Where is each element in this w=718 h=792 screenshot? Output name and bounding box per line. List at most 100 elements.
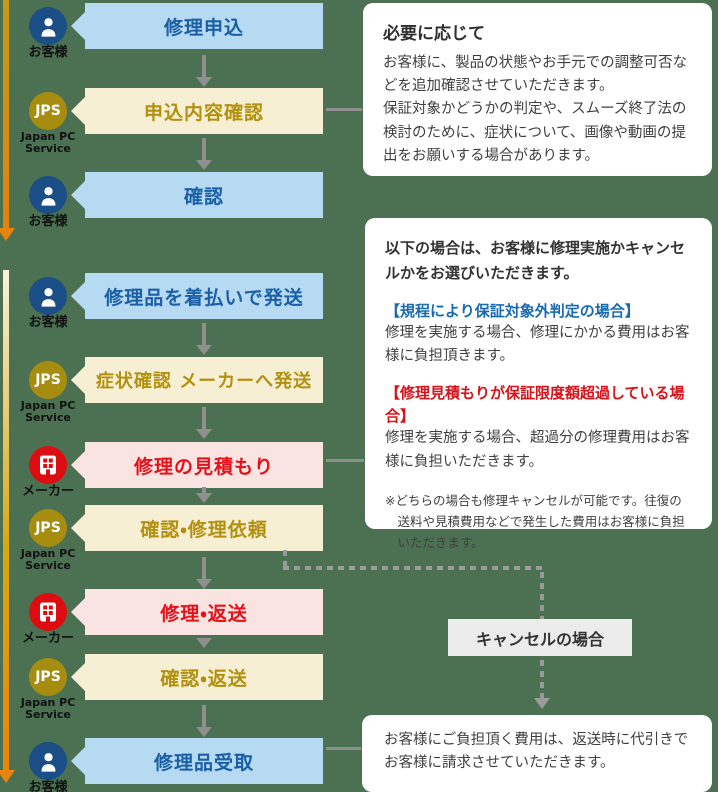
- case2-title: 【修理見積もりが保証限度額超過している場合】: [385, 384, 685, 425]
- actor-label: お客様: [28, 45, 68, 60]
- maker-avatar: [29, 593, 67, 631]
- flow-step-4: お客様 修理品を着払いで発送: [0, 273, 360, 329]
- note-box-bottom: お客様にご負担頂く費用は、返送時に代引きでお客様に請求させていただきます。: [362, 715, 712, 792]
- down-arrow-icon: [196, 138, 212, 170]
- down-arrow-icon: [196, 638, 212, 648]
- note-box-choice: 以下の場合は、お客様に修理実施かキャンセルかをお選びいただきます。 【規程により…: [365, 218, 712, 550]
- step-notch-icon: [71, 747, 85, 775]
- cancel-case-box: キャンセルの場合: [448, 619, 632, 656]
- cancel-path-arrow-icon: [534, 698, 550, 709]
- connector-line: [326, 108, 362, 111]
- connector-line: [326, 459, 364, 462]
- actor-label: Japan PC Service: [20, 399, 76, 424]
- flow-step-10: お客様 修理品受取: [0, 738, 360, 792]
- phase-arrow-2: [3, 270, 9, 770]
- customer-avatar: [29, 7, 67, 45]
- customer-avatar: [29, 176, 67, 214]
- jps-avatar: JPS: [29, 509, 67, 547]
- cancel-path-dashed-line: [283, 566, 544, 570]
- down-arrow-icon: [196, 407, 212, 439]
- customer-avatar: [29, 742, 67, 780]
- step-label: 修理品を着払いで発送: [104, 286, 304, 309]
- step-label: 修理品受取: [153, 751, 254, 774]
- note-bottom-body: お客様にご負担頂く費用は、返送時に代引きでお客様に請求させていただきます。: [384, 732, 689, 772]
- step-box: 修理品を着払いで発送: [71, 273, 323, 319]
- flow-step-5: JPS Japan PC Service 症状確認 メーカーへ発送: [0, 357, 360, 423]
- step-label: 確認・返送: [160, 667, 248, 690]
- step-label: 修理の見積もり: [133, 455, 274, 478]
- note-top-body: お客様に、製品の状態やお手元での調整可否などを追加確認させていただきます。 保証…: [383, 55, 688, 164]
- customer-avatar: [29, 277, 67, 315]
- jps-avatar: JPS: [29, 361, 67, 399]
- flow-step-2: JPS Japan PC Service 申込内容確認: [0, 88, 360, 154]
- step-box: 修理の見積もり: [71, 442, 323, 488]
- person-icon: [41, 186, 55, 206]
- step-notch-icon: [71, 514, 85, 542]
- step-label: 確認・修理依頼: [140, 518, 268, 541]
- case2-body: 修理を実施する場合、超過分の修理費用はお客様に負担いただきます。: [385, 430, 690, 470]
- building-icon: [40, 602, 56, 622]
- step-notch-icon: [71, 97, 85, 125]
- jps-badge: JPS: [35, 372, 61, 388]
- down-arrow-icon: [196, 557, 212, 589]
- step-notch-icon: [71, 366, 85, 394]
- actor-label: メーカー: [21, 484, 74, 499]
- step-box: 確認・返送: [71, 654, 323, 700]
- cancel-case-label: キャンセルの場合: [475, 629, 604, 649]
- phase-arrow-1: [3, 0, 9, 228]
- step-box: 症状確認 メーカーへ発送: [71, 357, 323, 403]
- connector-line: [326, 747, 361, 750]
- flow-step-6: メーカー 修理の見積もり: [0, 442, 360, 498]
- choice-intro: 以下の場合は、お客様に修理実施かキャンセルかをお選びいただきます。: [385, 239, 686, 282]
- down-arrow-icon: [196, 487, 212, 503]
- step-label: 修理申込: [163, 16, 244, 39]
- step-notch-icon: [71, 451, 85, 479]
- step-notch-icon: [71, 598, 85, 626]
- down-arrow-icon: [196, 55, 212, 87]
- phase-arrow-2-head-icon: [0, 770, 15, 783]
- jps-badge: JPS: [35, 520, 61, 536]
- actor-label: Japan PC Service: [20, 547, 76, 572]
- step-box: 修理品受取: [71, 738, 323, 784]
- actor-label: お客様: [28, 780, 68, 792]
- step-label: 確認: [183, 185, 224, 208]
- jps-badge: JPS: [35, 669, 61, 685]
- step-box: 修理・返送: [71, 589, 323, 635]
- note-top-heading: 必要に応じて: [383, 24, 485, 44]
- actor-label: Japan PC Service: [20, 696, 76, 721]
- jps-avatar: JPS: [29, 658, 67, 696]
- step-box: 申込内容確認: [71, 88, 323, 134]
- maker-avatar: [29, 446, 67, 484]
- step-notch-icon: [71, 282, 85, 310]
- step-label: 申込内容確認: [143, 101, 264, 124]
- flow-step-3: お客様 確認: [0, 172, 360, 228]
- flow-step-1: お客様 修理申込: [0, 3, 360, 59]
- jps-badge: JPS: [35, 103, 61, 119]
- flow-step-8: メーカー 修理・返送: [0, 589, 360, 645]
- case1-body: 修理を実施する場合、修理にかかる費用はお客様に負担頂きます。: [385, 325, 690, 365]
- cancel-path-dashed-line: [283, 550, 287, 567]
- step-notch-icon: [71, 12, 85, 40]
- step-box: 確認・修理依頼: [71, 505, 323, 551]
- step-box: 確認: [71, 172, 323, 218]
- actor-label: お客様: [28, 315, 68, 330]
- step-label: 修理・返送: [160, 602, 248, 625]
- person-icon: [41, 752, 55, 772]
- down-arrow-icon: [196, 323, 212, 355]
- step-box: 修理申込: [71, 3, 323, 49]
- flow-step-9: JPS Japan PC Service 確認・返送: [0, 654, 360, 720]
- step-label: 症状確認 メーカーへ発送: [95, 371, 313, 392]
- step-notch-icon: [71, 663, 85, 691]
- actor-label: メーカー: [21, 631, 74, 646]
- actor-label: Japan PC Service: [20, 130, 76, 155]
- choice-footnote: ※どちらの場合も修理キャンセルが可能です。往復の送料や見積費用などで発生した費用…: [385, 492, 685, 551]
- case1-title: 【規程により保証対象外判定の場合】: [385, 301, 640, 320]
- step-notch-icon: [71, 181, 85, 209]
- actor-label: お客様: [28, 214, 68, 229]
- note-box-top: 必要に応じて お客様に、製品の状態やお手元での調整可否などを追加確認させていただ…: [363, 3, 712, 176]
- down-arrow-icon: [196, 705, 212, 737]
- person-icon: [41, 287, 55, 307]
- building-icon: [40, 455, 56, 475]
- person-icon: [41, 17, 55, 37]
